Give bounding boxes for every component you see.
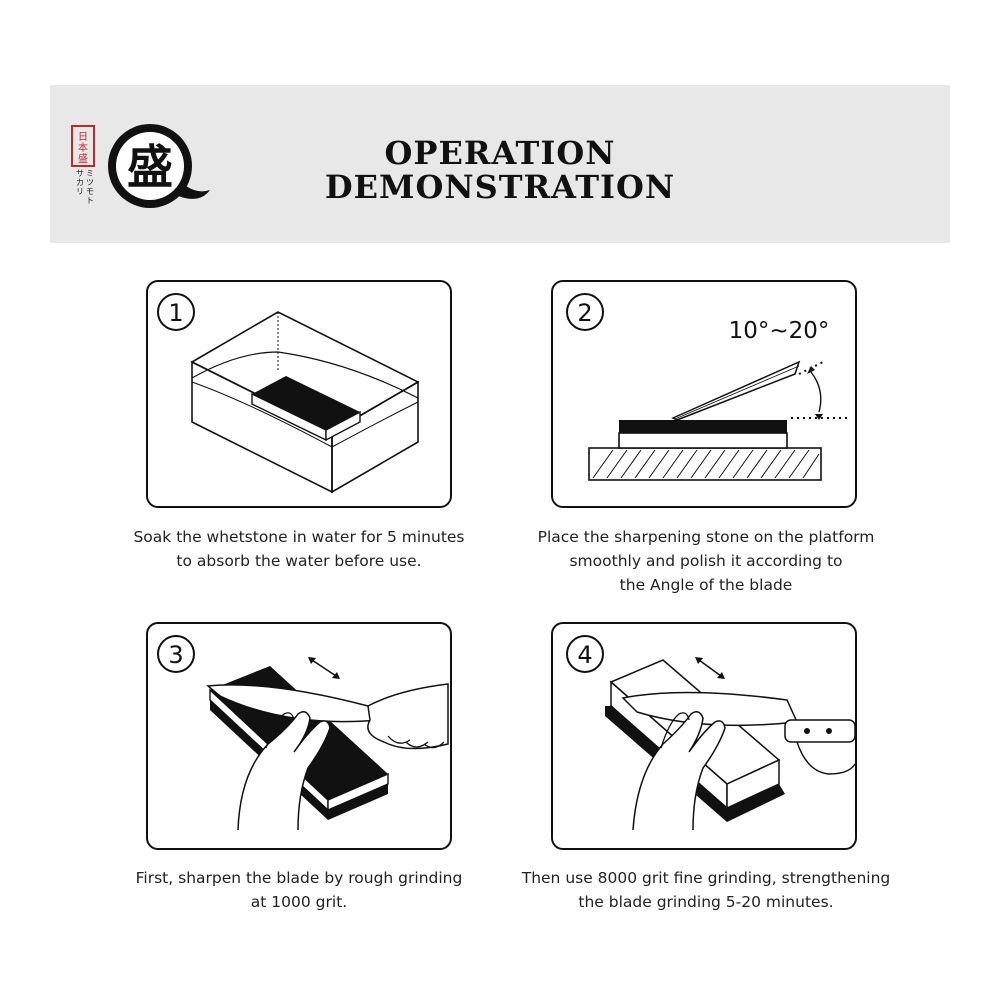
brand-logo: 日 本 盛 サ カ リ ミ ツ モ ト 盛 bbox=[68, 120, 228, 220]
step-1-caption: Soak the whetstone in water for 5 minute… bbox=[109, 525, 489, 573]
step-1-number: 1 bbox=[168, 299, 183, 327]
step-3-caption-line-1: First, sharpen the blade by rough grindi… bbox=[135, 869, 463, 887]
page-title: OPERATION DEMONSTRATION bbox=[300, 136, 700, 204]
step-1-caption-line-1: Soak the whetstone in water for 5 minute… bbox=[133, 528, 465, 546]
svg-text:ミ: ミ bbox=[86, 169, 94, 178]
step-2-caption: Place the sharpening stone on the platfo… bbox=[516, 525, 896, 597]
svg-text:カ: カ bbox=[76, 178, 84, 187]
step-2-illustration: 2 10°~20° bbox=[551, 280, 857, 508]
step-2-caption-line-1: Place the sharpening stone on the platfo… bbox=[537, 528, 875, 546]
step-1-illustration: 1 bbox=[146, 280, 452, 508]
header-banner bbox=[50, 85, 950, 243]
step-4-number: 4 bbox=[577, 641, 592, 669]
svg-text:モ: モ bbox=[86, 187, 94, 196]
angle-label: 10°~20° bbox=[729, 318, 830, 344]
svg-text:ト: ト bbox=[86, 196, 94, 205]
svg-text:盛: 盛 bbox=[78, 152, 88, 165]
svg-text:サ: サ bbox=[76, 169, 84, 178]
step-4-caption-line-2: the blade grinding 5-20 minutes. bbox=[578, 893, 834, 911]
svg-text:リ: リ bbox=[76, 187, 84, 196]
step-3-caption-line-2: at 1000 grit. bbox=[250, 893, 348, 911]
step-3-number: 3 bbox=[168, 641, 183, 669]
step-4-illustration: 4 bbox=[551, 622, 857, 850]
title-line-2: DEMONSTRATION bbox=[324, 168, 676, 206]
svg-text:日: 日 bbox=[78, 132, 88, 143]
svg-text:ツ: ツ bbox=[86, 178, 94, 187]
title-line-1: OPERATION bbox=[384, 134, 616, 172]
step-1-caption-line-2: to absorb the water before use. bbox=[176, 552, 422, 570]
step-2-number: 2 bbox=[577, 299, 592, 327]
step-2-caption-line-2: smoothly and polish it according to bbox=[569, 552, 843, 570]
step-4-caption-line-1: Then use 8000 grit fine grinding, streng… bbox=[521, 869, 891, 887]
step-3-caption: First, sharpen the blade by rough grindi… bbox=[109, 866, 489, 914]
svg-text:本: 本 bbox=[78, 141, 88, 154]
step-4-caption: Then use 8000 grit fine grinding, streng… bbox=[516, 866, 896, 914]
step-2-caption-line-3: the Angle of the blade bbox=[619, 576, 793, 594]
svg-text:盛: 盛 bbox=[127, 140, 173, 194]
step-3-illustration: 3 bbox=[146, 622, 452, 850]
